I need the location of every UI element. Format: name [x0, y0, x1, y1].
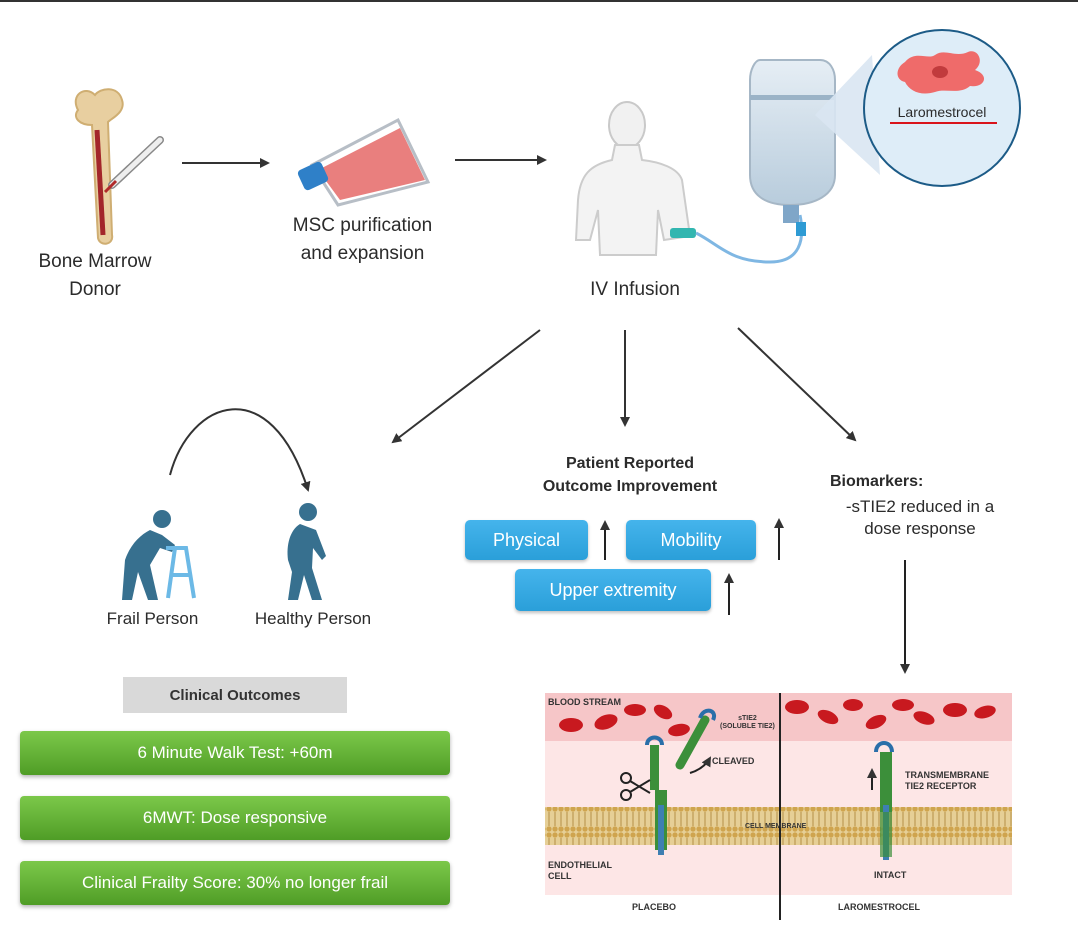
biomarkers-title: Biomarkers:	[830, 473, 924, 490]
pro-title: Patient Reported Outcome Improvement	[542, 455, 718, 495]
curved-arrow-frail-to-healthy	[169, 408, 311, 492]
syringe-icon	[103, 136, 164, 194]
infusion-label: IV Infusion	[590, 279, 680, 300]
laromestrocel-label: LAROMESTROCEL	[838, 902, 920, 912]
iv-bag-icon	[749, 59, 836, 236]
stem-cell-icon	[897, 51, 985, 94]
biomarkers-text: -sTIE2 reduced in a dose response	[845, 497, 995, 538]
cell-culture-flask-icon	[297, 117, 431, 207]
physical-pill: Physical	[465, 520, 588, 560]
cleaved-label: CLEAVED	[712, 756, 755, 766]
frail-person-label: Frail Person	[106, 609, 199, 628]
cleaved-receptor-icon	[645, 708, 717, 855]
clinical-outcome-bar: 6MWT: Dose responsive	[20, 796, 450, 840]
clinical-outcome-bar: Clinical Frailty Score: 30% no longer fr…	[20, 861, 450, 905]
walker-icon	[166, 546, 196, 599]
cell-membrane-label: CELL MEMBRANE	[745, 823, 807, 830]
clinical-outcomes-heading: Clinical Outcomes	[123, 677, 347, 713]
healthy-person-label: Healthy Person	[254, 609, 372, 628]
healthy-person-icon	[287, 503, 326, 600]
transmembrane-label: TRANSMEMBRANE TIE2 RECEPTOR	[905, 770, 989, 791]
intact-label: INTACT	[874, 870, 907, 880]
top-border	[0, 0, 1078, 2]
stie2-label: sTIE2 (SOLUBLE TIE2)	[720, 715, 775, 730]
upper-extremity-pill: Upper extremity	[515, 569, 711, 611]
arrow-to-biomarkers	[737, 327, 857, 442]
intact-receptor-icon	[867, 741, 894, 860]
frail-person-icon	[122, 510, 175, 600]
bone-icon	[74, 88, 124, 245]
msc-label: MSC purification and expansion	[292, 215, 433, 264]
patient-body-icon	[574, 101, 804, 264]
product-label: Laromestrocel	[897, 104, 987, 120]
zoom-cone	[815, 55, 880, 175]
placebo-label: PLACEBO	[632, 902, 677, 912]
mobility-pill: Mobility	[626, 520, 756, 560]
endothelial-cell-label: ENDOTHELIAL CELL	[548, 860, 612, 881]
red-blood-cells	[559, 699, 996, 737]
membrane-panel	[545, 693, 1012, 920]
clinical-outcome-bar: 6 Minute Walk Test: +60m	[20, 731, 450, 775]
arrow-to-frailty	[391, 329, 541, 444]
blood-stream-label: BLOOD STREAM	[548, 697, 621, 707]
scissors-icon	[620, 772, 651, 801]
donor-label: Bone Marrow Donor	[38, 251, 152, 300]
